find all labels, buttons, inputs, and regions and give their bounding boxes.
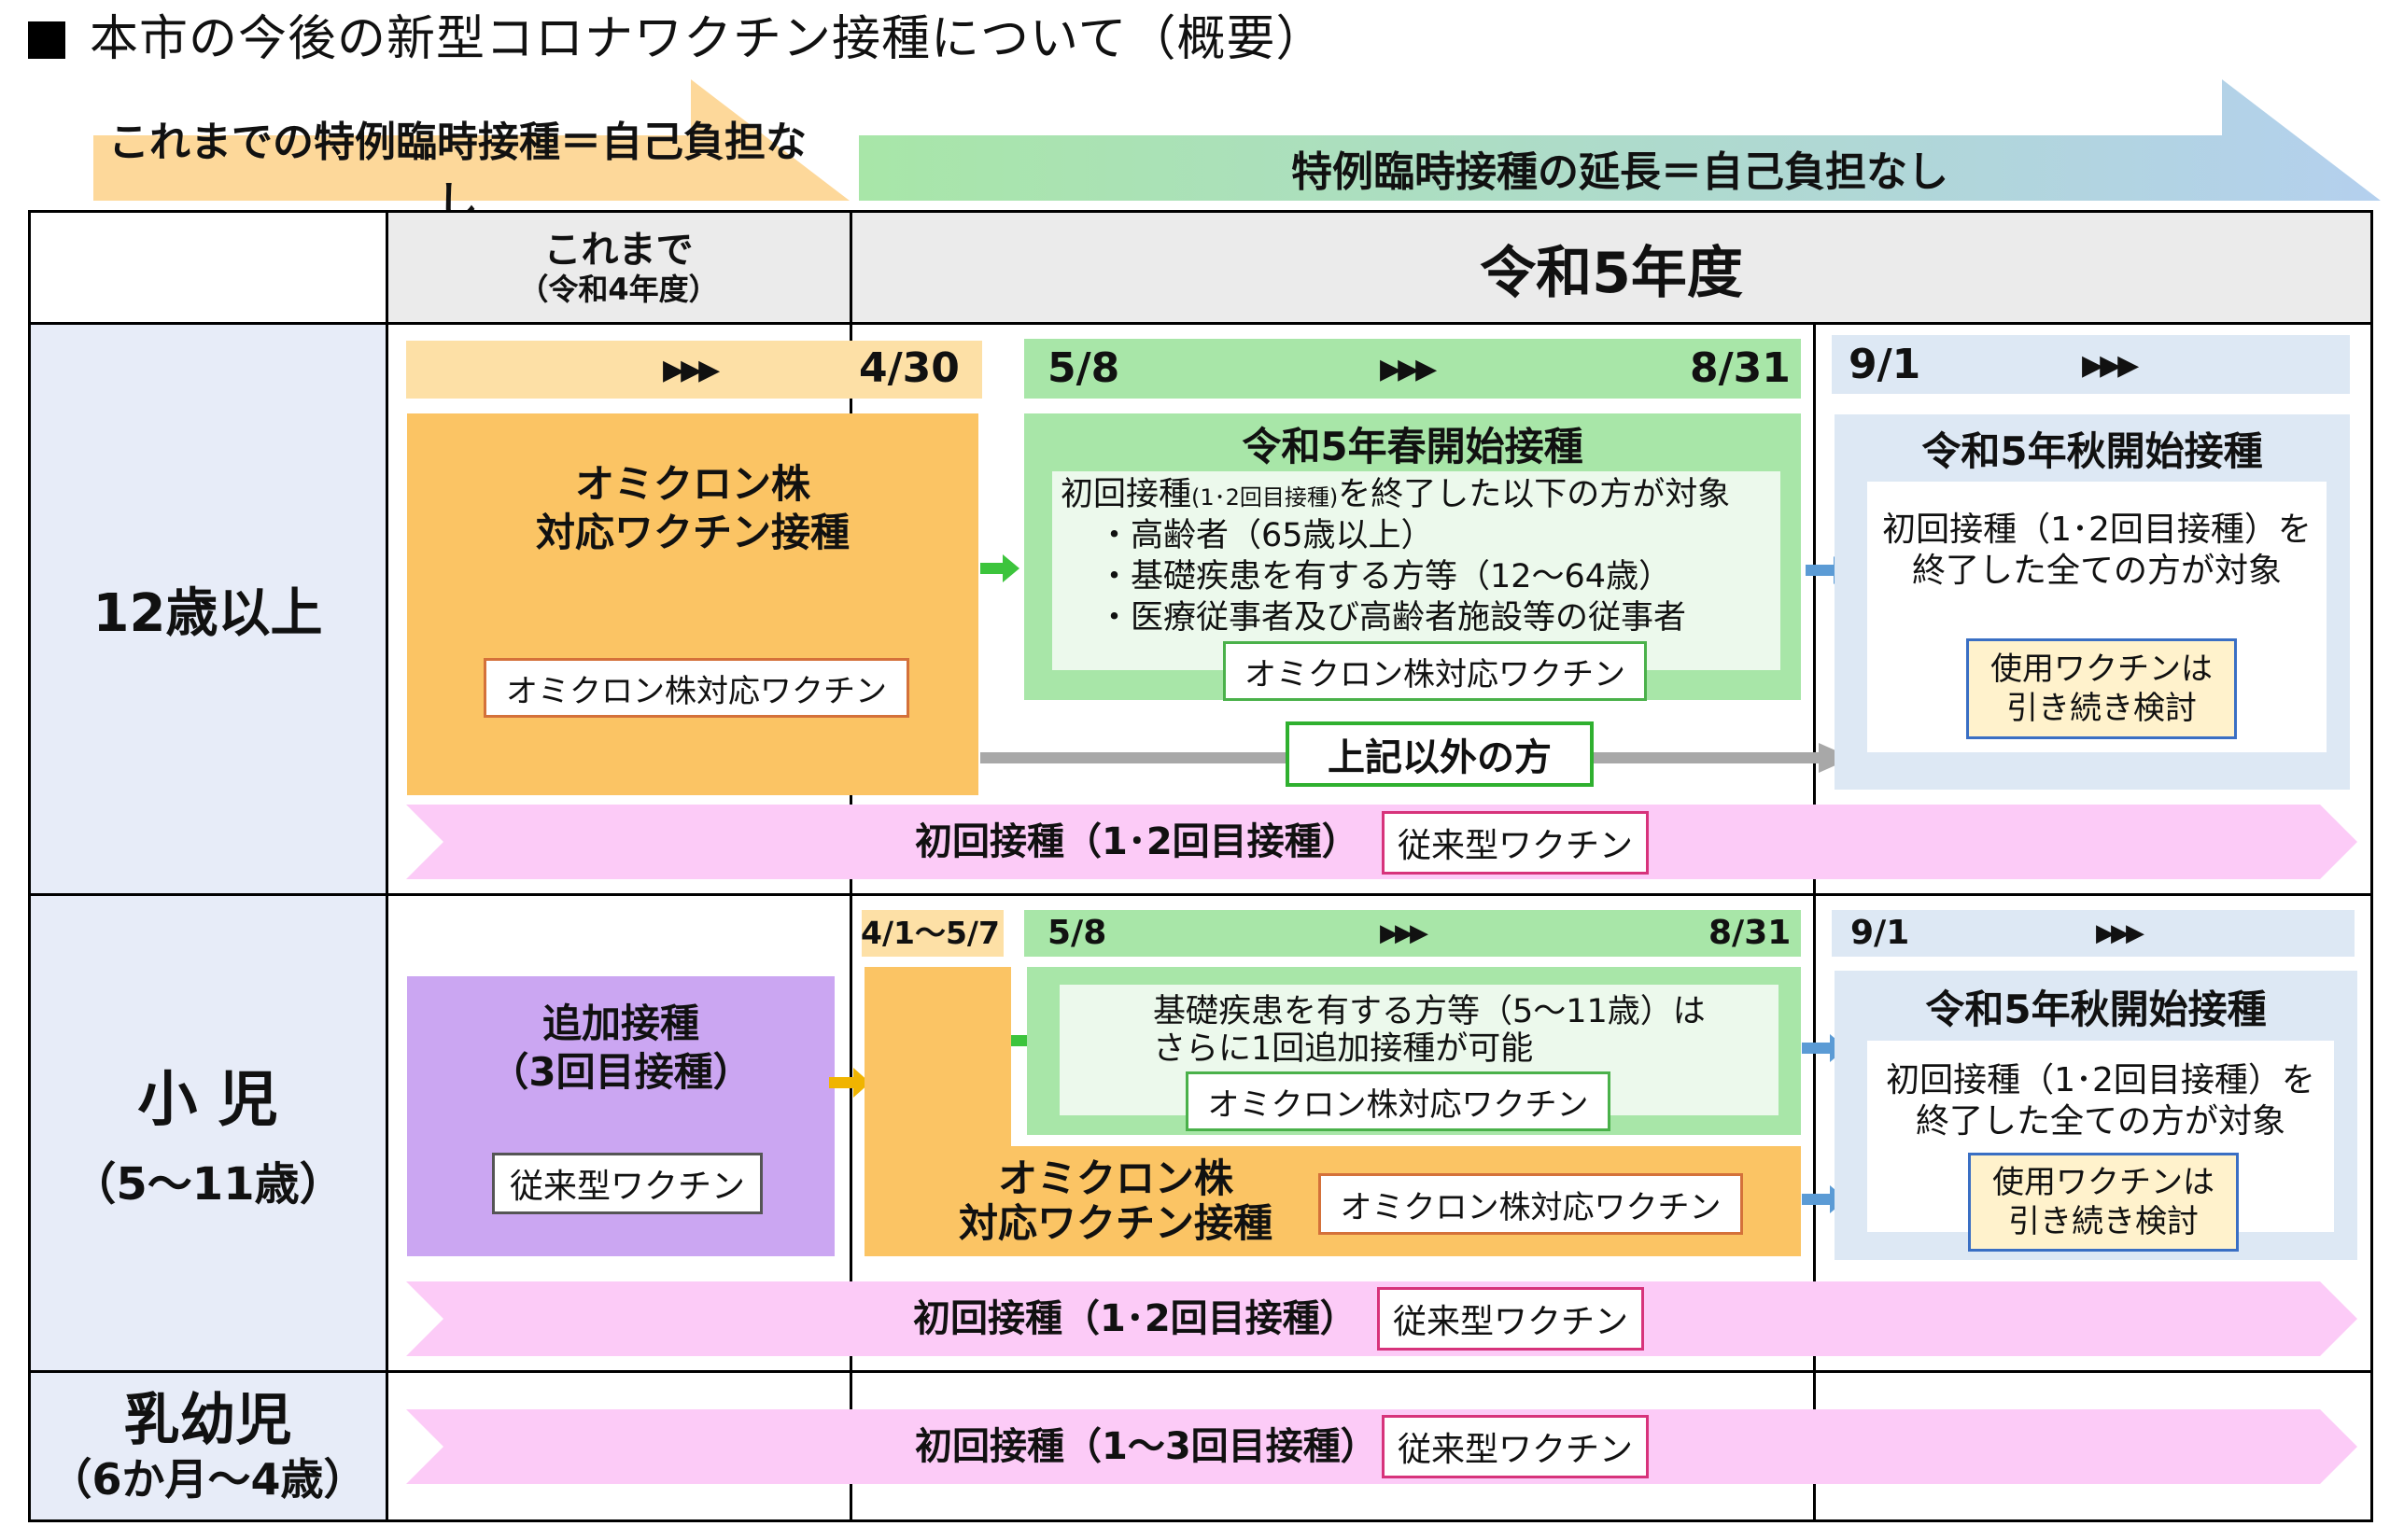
square-bullet-icon xyxy=(28,21,65,59)
adult-date-start-autumn: 9/1 xyxy=(1849,341,1921,388)
child-autumn-target: 初回接種（1･2回目接種）を 終了した全ての方が対象 xyxy=(1867,1059,2334,1143)
child-spring-text-line1: 基礎疾患を有する方等（5～11歳）は xyxy=(1153,993,1706,1030)
child-autumn-vaccine-line2: 引き続き検討 xyxy=(2008,1203,2199,1240)
past-period-label: これまでの特例臨時接種＝自己負担なし xyxy=(108,119,807,226)
table-border-right xyxy=(2370,210,2373,1522)
adult-timebar-spring xyxy=(1024,339,1801,399)
adult-autumn-vaccine-line1: 使用ワクチンは xyxy=(1990,651,2213,688)
table-border-bottom xyxy=(28,1519,2373,1522)
adult-date-start-spring: 5/8 xyxy=(1047,344,1120,392)
column-header-past-title: これまで xyxy=(543,229,694,272)
child-booster-vaccine-label: 従来型ワクチン xyxy=(492,1153,763,1214)
row-header-band xyxy=(30,324,387,1521)
child-orange-arrow-icon xyxy=(829,1068,870,1098)
child-spring-text: 基礎疾患を有する方等（5～11歳）は さらに1回追加接種が可能 xyxy=(1153,993,1706,1068)
adult-autumn-target-line1: 初回接種（1･2回目接種）を xyxy=(1882,511,2312,549)
row-header-child: 小 児 （5～11歳） xyxy=(30,896,386,1370)
column-header-current: 令和5年度 xyxy=(1480,240,1743,306)
table-line-col3 xyxy=(1813,322,1816,1522)
adult-timebar-past xyxy=(406,341,982,399)
child-autumn-title: 令和5年秋開始接種 xyxy=(1925,986,2267,1032)
adult-omicron-box xyxy=(407,413,978,795)
adult-spring-item1: ・高齢者（65歳以上） xyxy=(1098,517,1434,554)
child-autumn-vaccine-label: 使用ワクチンは 引き続き検討 xyxy=(1968,1153,2239,1252)
child-spring-text-line2: さらに1回追加接種が可能 xyxy=(1153,1030,1534,1068)
adult-past-chevron-icon: ▶▶▶ xyxy=(663,354,720,386)
column-header-past: これまで （令和4年度） xyxy=(387,217,850,321)
child-spring-vaccine-label: オミクロン株対応ワクチン xyxy=(1186,1071,1610,1131)
table-line-row1 xyxy=(28,893,2373,896)
page-title: 本市の今後の新型コロナワクチン接種について（概要） xyxy=(28,6,1325,73)
child-date-start-autumn: 9/1 xyxy=(1850,914,1910,952)
child-timebar-gap xyxy=(862,910,1004,957)
past-period-arrow xyxy=(93,79,850,201)
child-primary-text: 初回接種（1･2回目接種） xyxy=(913,1297,1357,1340)
adult-spring-chevron-icon: ▶▶▶ xyxy=(1380,353,1437,385)
column-header-band xyxy=(387,212,2371,324)
table-border-top xyxy=(28,210,2373,213)
row-header-adult: 12歳以上 xyxy=(92,583,323,644)
future-period-arrow xyxy=(859,79,2381,201)
adult-spring-item2: ・基礎疾患を有する方等（12～64歳） xyxy=(1098,558,1672,595)
child-omicron-title: オミクロン株 対応ワクチン接種 xyxy=(943,1154,1288,1249)
adult-spring-target-b: (1･2回目接種) xyxy=(1191,484,1339,511)
row-header-child-title: 小 児 xyxy=(137,1066,278,1135)
child-date-start-spring: 5/8 xyxy=(1047,914,1107,952)
adult-autumn-target: 初回接種（1･2回目接種）を 終了した全ての方が対象 xyxy=(1867,509,2327,593)
row-header-infant: 乳幼児 （6か月～4歳） xyxy=(30,1373,386,1519)
adult-spring-inner xyxy=(1052,471,1780,670)
child-booster-title-line2: （3回目接種） xyxy=(489,1049,752,1095)
table-line-header xyxy=(28,322,2373,325)
adult-timebar-autumn xyxy=(1832,335,2350,394)
adult-spring-target-c: を終了した以下の方が対象 xyxy=(1338,476,1731,513)
table-border-left xyxy=(28,210,31,1522)
child-omicron-title-line1: オミクロン株 xyxy=(997,1155,1233,1201)
adult-autumn-vaccine-line2: 引き続き検討 xyxy=(2006,690,2197,727)
child-autumn-chevron-icon: ▶▶▶ xyxy=(2096,919,2144,947)
adult-primary-vaccine-label: 従来型ワクチン xyxy=(1382,811,1649,875)
child-omicron-vaccine-label: オミクロン株対応ワクチン xyxy=(1318,1173,1743,1235)
child-spring-chevron-icon: ▶▶▶ xyxy=(1380,919,1428,947)
adult-spring-title: 令和5年春開始接種 xyxy=(1242,423,1583,469)
child-date-end-spring: 8/31 xyxy=(1708,914,1792,952)
adult-autumn-title: 令和5年秋開始接種 xyxy=(1921,427,2263,474)
child-booster-title: 追加接種 （3回目接種） xyxy=(407,997,835,1099)
adult-green-arrow-icon xyxy=(980,554,1019,582)
adult-spring-target: 初回接種(1･2回目接種)を終了した以下の方が対象 xyxy=(1061,474,1779,515)
adult-autumn-target-line2: 終了した全ての方が対象 xyxy=(1911,552,2282,590)
adult-omicron-title: オミクロン株 対応ワクチン接種 xyxy=(407,457,978,560)
adult-autumn-vaccine-label: 使用ワクチンは 引き続き検討 xyxy=(1966,638,2237,739)
row-header-child-age: （5～11歳） xyxy=(71,1158,344,1211)
child-timebar-spring xyxy=(1024,910,1801,957)
adult-others-label: 上記以外の方 xyxy=(1286,721,1594,787)
adult-primary-text: 初回接種（1･2回目接種） xyxy=(915,820,1359,863)
adult-autumn-chevron-icon: ▶▶▶ xyxy=(2082,349,2139,382)
child-date-gap: 4/1～5/7 xyxy=(861,915,1000,951)
page-title-text: 本市の今後の新型コロナワクチン接種について（概要） xyxy=(90,11,1326,67)
child-primary-vaccine-label: 従来型ワクチン xyxy=(1377,1287,1644,1351)
infant-primary-vaccine-label: 従来型ワクチン xyxy=(1382,1415,1649,1478)
infant-primary-text: 初回接種（1～3回目接種） xyxy=(915,1425,1378,1468)
adult-spring-target-a: 初回接種 xyxy=(1061,476,1192,513)
adult-spring-vaccine-label: オミクロン株対応ワクチン xyxy=(1223,641,1647,701)
future-period-label: 特例臨時接種の延長＝自己負担なし xyxy=(1291,148,1948,196)
adult-spring-item3: ・医療従事者及び高齢者施設等の従事者 xyxy=(1098,599,1687,637)
child-booster-title-line1: 追加接種 xyxy=(541,1001,699,1046)
child-autumn-target-line1: 初回接種（1･2回目接種）を xyxy=(1886,1061,2315,1099)
child-timebar-autumn xyxy=(1832,910,2355,957)
child-autumn-vaccine-line1: 使用ワクチンは xyxy=(1992,1164,2214,1201)
row-header-infant-title: 乳幼児 xyxy=(123,1387,292,1453)
adult-date-end-spring: 8/31 xyxy=(1690,344,1791,392)
adult-date-end-past: 4/30 xyxy=(859,344,960,392)
table-line-row2 xyxy=(28,1370,2373,1373)
adult-omicron-title-line2: 対応ワクチン接種 xyxy=(535,510,850,555)
table-line-col1 xyxy=(386,210,388,1522)
child-omicron-title-line2: 対応ワクチン接種 xyxy=(958,1200,1272,1246)
adult-omicron-title-line1: オミクロン株 xyxy=(574,461,810,507)
adult-omicron-vaccine-label: オミクロン株対応ワクチン xyxy=(484,658,909,718)
row-header-infant-age: （6か月～4歳） xyxy=(49,1453,367,1505)
child-autumn-target-line2: 終了した全ての方が対象 xyxy=(1915,1102,2285,1141)
column-header-past-year: （令和4年度） xyxy=(518,272,719,307)
